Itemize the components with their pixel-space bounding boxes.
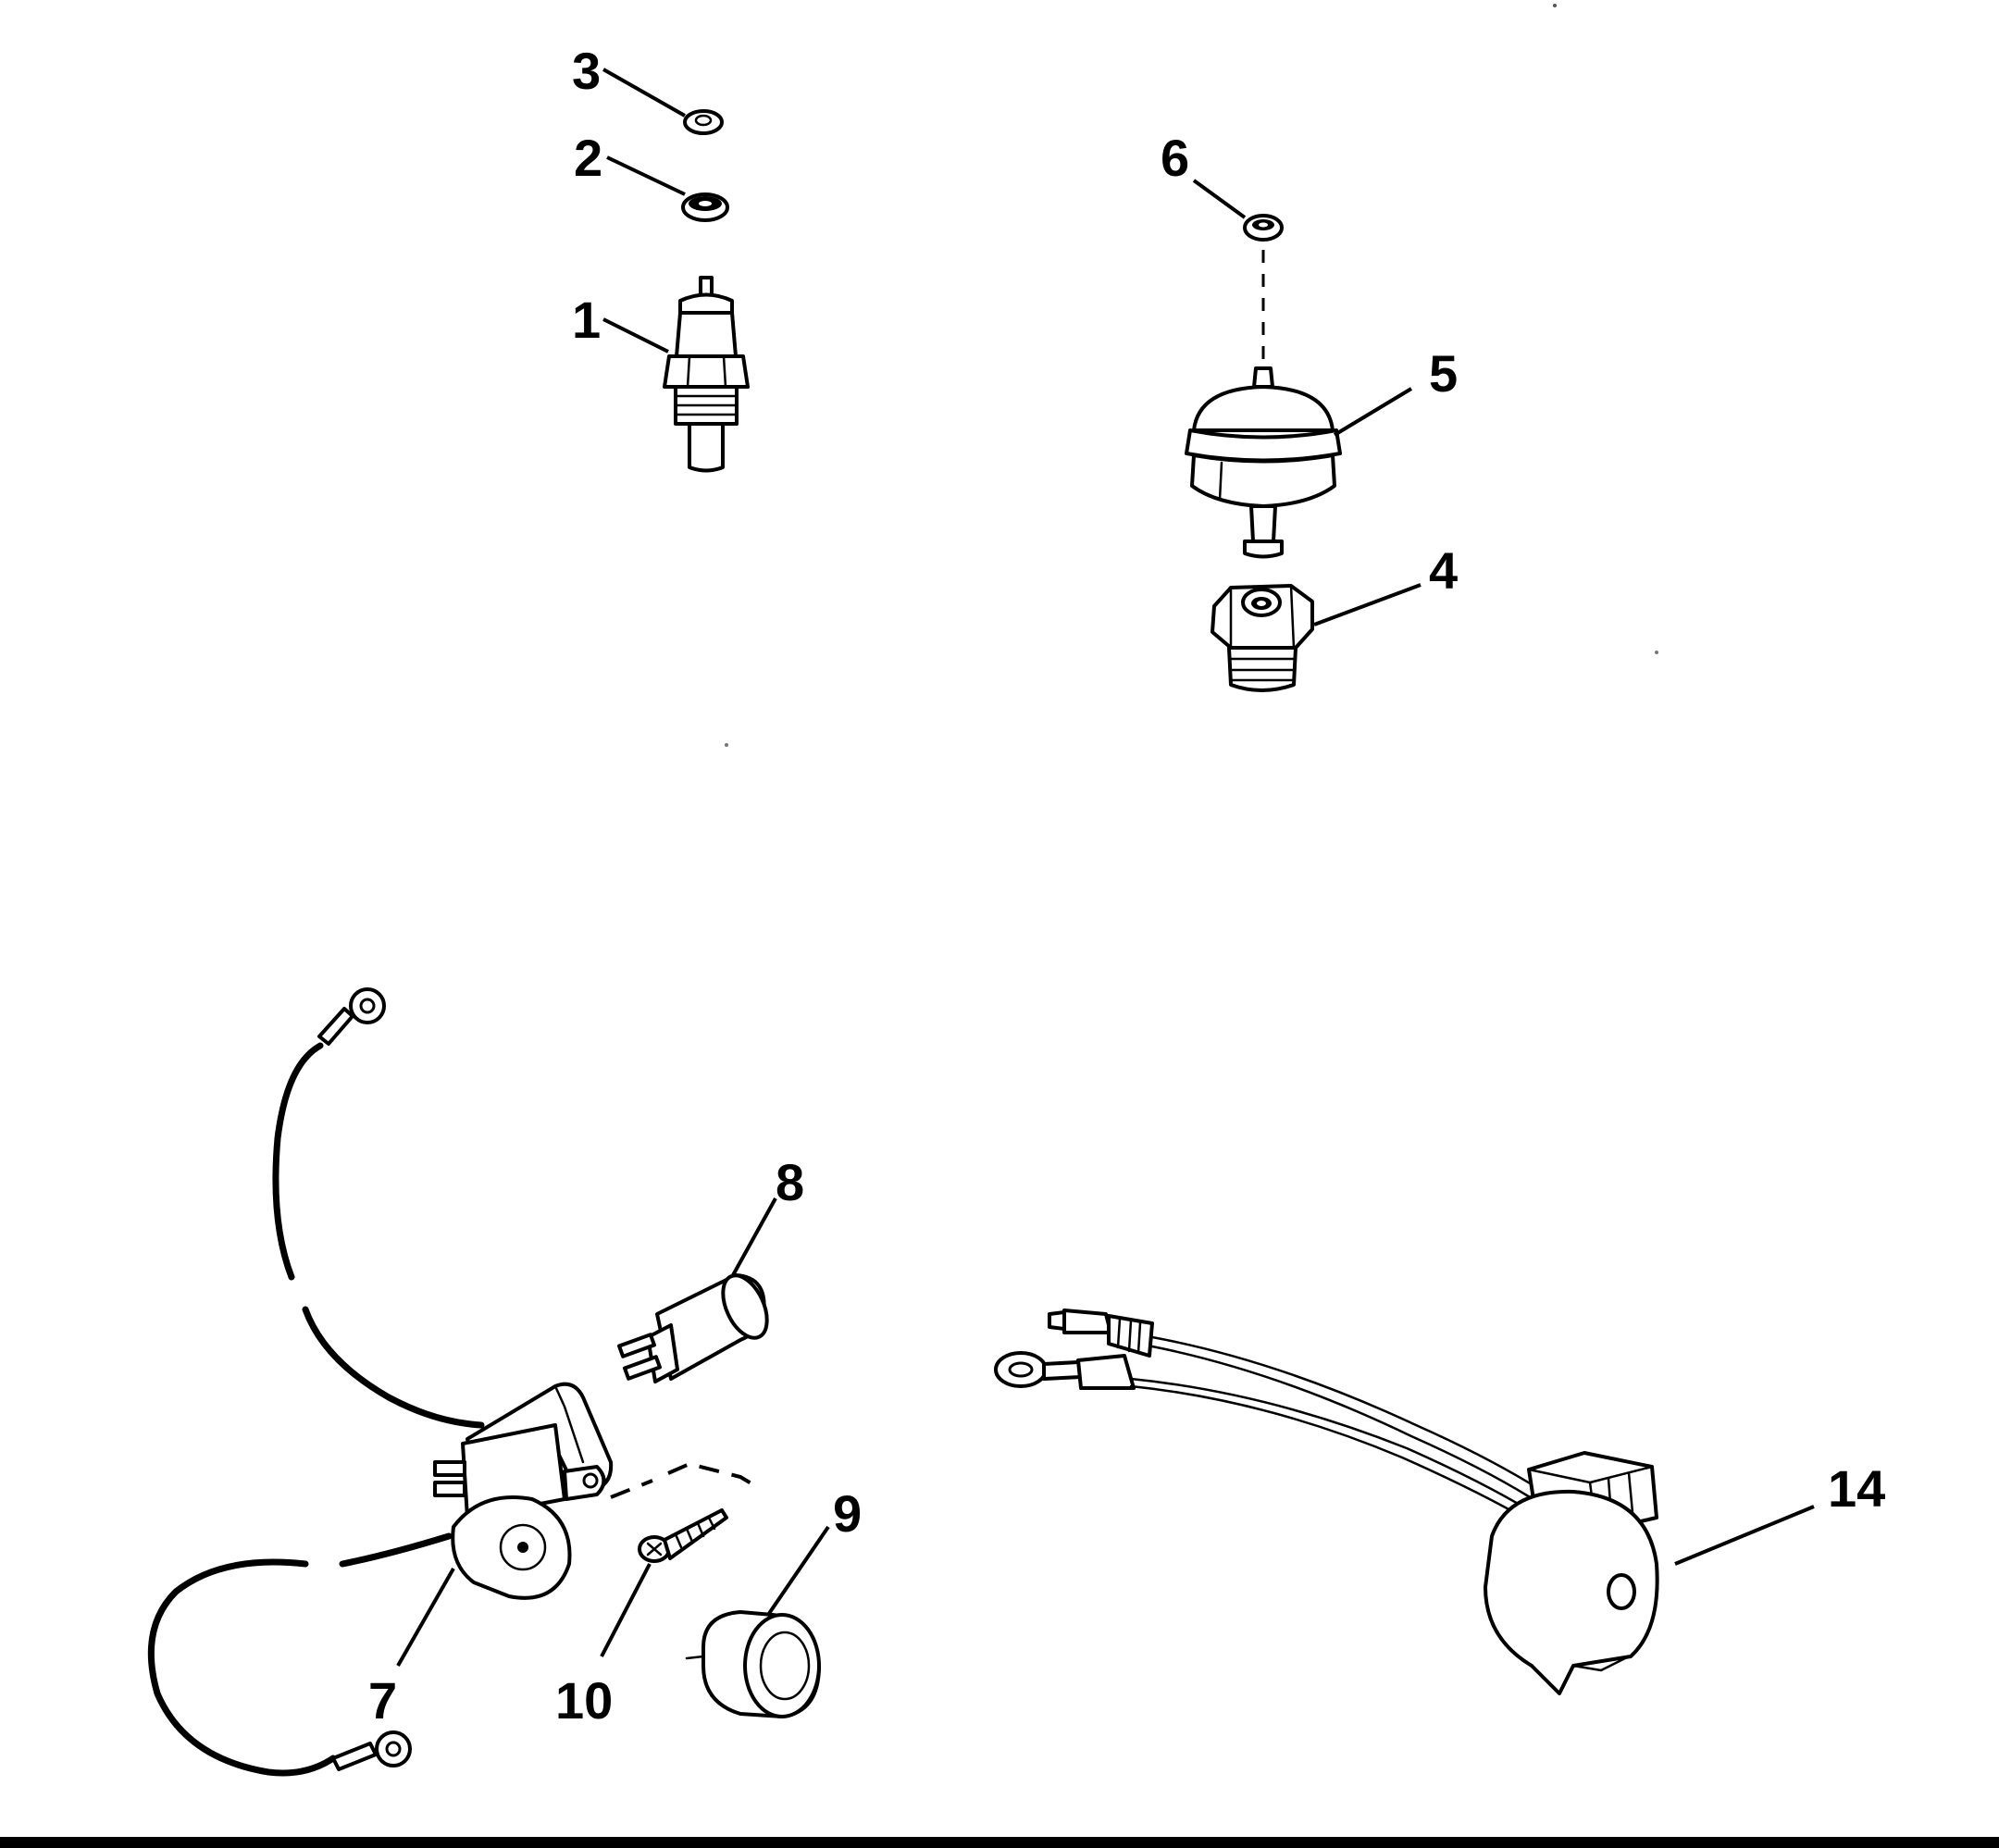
part-6-nut [1243, 214, 1284, 242]
scan-speck [725, 743, 728, 747]
leader-10 [600, 1563, 652, 1657]
bottom-border [0, 1837, 1999, 1848]
part-14-sensor [994, 1308, 1659, 1695]
leader-4 [1313, 583, 1422, 626]
leader-2 [606, 155, 686, 196]
callout-1: 1 [572, 291, 601, 349]
part-3-nut [683, 109, 724, 135]
leader-8 [731, 1197, 777, 1276]
callout-9: 9 [833, 1484, 862, 1543]
callout-4: 4 [1429, 541, 1458, 600]
part-8-capacitor [617, 1273, 769, 1383]
callout-3: 3 [572, 42, 601, 100]
part-2-washer [681, 192, 729, 222]
part-5-pressure-sender [1185, 366, 1342, 559]
leader-5 [1333, 387, 1413, 437]
part-10-screw [638, 1508, 728, 1563]
callout-8: 8 [776, 1153, 804, 1211]
scan-speck [1655, 651, 1658, 654]
callout-10: 10 [555, 1671, 613, 1730]
leader-1 [602, 317, 669, 353]
callout-7: 7 [368, 1671, 397, 1730]
part-4-adapter [1211, 584, 1314, 692]
leader-14 [1674, 1505, 1815, 1566]
callout-6: 6 [1161, 129, 1189, 187]
part-9-cover [685, 1610, 821, 1718]
leader-3 [602, 68, 686, 118]
leader-6 [1192, 179, 1247, 219]
scan-speck [1553, 4, 1557, 7]
callout-5: 5 [1429, 344, 1458, 403]
part-1-sender [663, 276, 750, 473]
leader-9 [766, 1525, 830, 1617]
leader-7 [396, 1568, 455, 1667]
assembly-line-10 [610, 1461, 756, 1499]
part-7-buzzer-assembly [147, 987, 614, 1777]
callout-14: 14 [1828, 1459, 1885, 1518]
callout-2: 2 [574, 129, 602, 187]
